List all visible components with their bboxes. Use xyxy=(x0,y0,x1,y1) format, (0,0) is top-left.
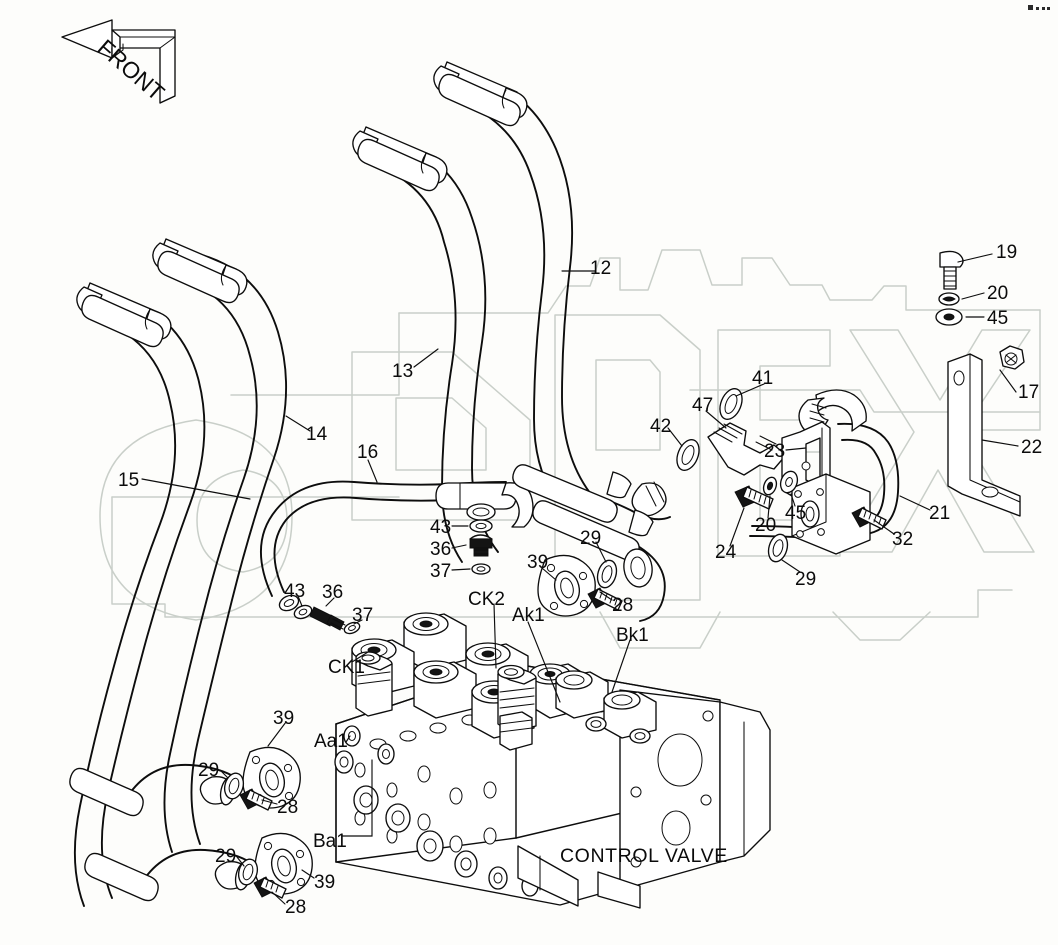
callout-37-right: 37 xyxy=(430,561,451,582)
flange-39-center xyxy=(537,554,596,617)
callout-20-mid: 20 xyxy=(755,515,776,536)
callout-29-ba1: 29 xyxy=(215,846,236,867)
callout-29-right: 29 xyxy=(795,569,816,590)
callout-47: 47 xyxy=(692,395,713,416)
port-label-ck2: CK2 xyxy=(468,589,505,610)
callout-19: 19 xyxy=(996,242,1017,263)
valve-pilot-port xyxy=(499,711,533,751)
valve-left-ports xyxy=(343,725,395,765)
callout-labels: 12 13 14 15 16 17 19 20 45 21 22 23 24 2… xyxy=(118,242,1042,918)
callout-29-aa1: 29 xyxy=(198,760,219,781)
valve-spool-caps xyxy=(351,612,657,739)
callout-12: 12 xyxy=(590,258,611,279)
callout-37-left: 37 xyxy=(352,605,373,626)
callout-39-ba1: 39 xyxy=(314,872,335,893)
callout-16: 16 xyxy=(357,442,378,463)
callout-43-right: 43 xyxy=(430,517,451,538)
callout-36-right: 36 xyxy=(430,539,451,560)
callout-29-center: 29 xyxy=(580,528,601,549)
hose-ferrules xyxy=(81,73,521,348)
fitting-set-left xyxy=(293,604,361,635)
callout-15: 15 xyxy=(118,470,139,491)
callout-45-top: 45 xyxy=(987,308,1008,329)
callout-39-aa1: 39 xyxy=(273,708,294,729)
callout-17: 17 xyxy=(1018,382,1039,403)
callout-28-ba1: 28 xyxy=(285,897,306,918)
callout-22: 22 xyxy=(1021,437,1042,458)
callout-13: 13 xyxy=(392,361,413,382)
callout-43-left: 43 xyxy=(284,581,305,602)
callout-14: 14 xyxy=(306,424,328,445)
tube-42-assembly xyxy=(512,388,787,523)
callout-39-center: 39 xyxy=(527,552,548,573)
callout-28-center: 28 xyxy=(612,595,633,616)
port-label-bk1: Bk1 xyxy=(616,625,649,646)
fitting-36-left xyxy=(309,606,346,631)
bolt-24 xyxy=(734,485,774,510)
corner-mark xyxy=(1028,5,1050,10)
control-valve-label: CONTROL VALVE xyxy=(560,845,728,867)
callout-20-top: 20 xyxy=(987,283,1008,304)
callout-32: 32 xyxy=(892,529,913,550)
port-label-aa1: Aa1 xyxy=(314,731,348,752)
port-label-ba1: Ba1 xyxy=(313,831,347,852)
flange-ba1-assembly xyxy=(237,832,313,899)
callout-28-aa1: 28 xyxy=(277,797,298,818)
bolt-28-ba1 xyxy=(253,876,287,899)
flange-aa1-assembly xyxy=(223,746,301,811)
hydraulic-hoses xyxy=(73,61,591,907)
hose-16 xyxy=(260,480,534,612)
leader-lines xyxy=(141,253,1019,905)
bolt-19 xyxy=(939,250,964,290)
callout-21: 21 xyxy=(929,503,950,524)
fitting-36-right xyxy=(469,534,493,557)
control-valve-body xyxy=(334,612,771,909)
bolt-28-aa1 xyxy=(239,788,273,811)
callout-45-mid: 45 xyxy=(785,503,806,524)
tube-lower-center xyxy=(532,500,666,622)
port-labels: CK1 CK2 Ak1 Bk1 Aa1 Ba1 xyxy=(313,589,649,852)
callout-41: 41 xyxy=(752,368,773,389)
callout-23: 23 xyxy=(764,441,785,462)
callout-42: 42 xyxy=(650,416,671,437)
bolt-28-center xyxy=(587,587,623,611)
right-assembly xyxy=(734,250,1025,563)
callout-36-left: 36 xyxy=(322,582,343,603)
port-label-ck1: CK1 xyxy=(328,657,365,678)
port-label-ak1: Ak1 xyxy=(512,605,545,626)
fitting-set-right xyxy=(469,519,493,575)
nut-17 xyxy=(999,345,1025,370)
callout-24: 24 xyxy=(715,542,737,563)
